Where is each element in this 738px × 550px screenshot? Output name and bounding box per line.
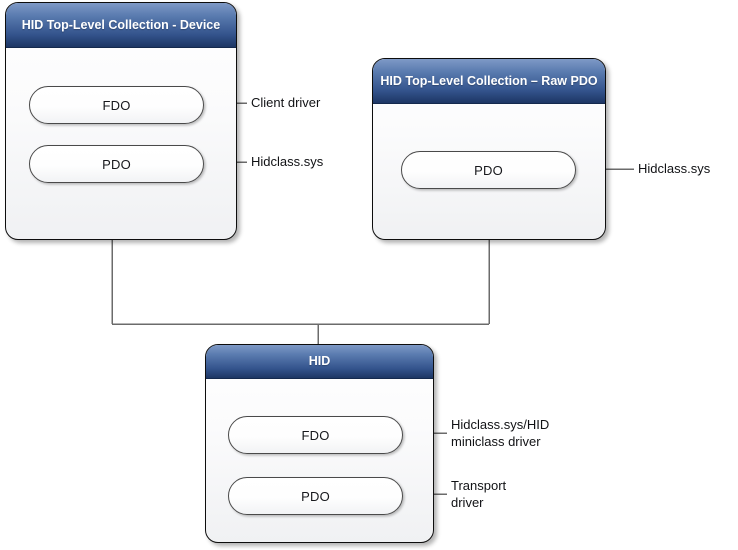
callout-hidclass-miniclass: Hidclass.sys/HID miniclass driver: [451, 417, 550, 449]
object-pdo-hid[interactable]: PDO: [228, 477, 403, 515]
object-fdo-device[interactable]: FDO: [29, 86, 204, 124]
callout-hidclass-device: Hidclass.sys: [251, 154, 324, 169]
node-hid-top-level-collection-device[interactable]: HID Top-Level Collection - Device FDO PD…: [5, 2, 237, 240]
callout-hidclass-raw: Hidclass.sys: [638, 161, 711, 176]
object-fdo-hid[interactable]: FDO: [228, 416, 403, 454]
object-pdo-raw[interactable]: PDO: [401, 151, 576, 189]
node-body-device: FDO PDO: [6, 48, 236, 239]
node-body-raw-pdo: PDO: [373, 104, 605, 239]
object-label: PDO: [474, 162, 503, 178]
callout-transport-driver: Transport driver: [451, 478, 507, 510]
node-body-hid: FDO PDO: [206, 379, 433, 542]
node-hid-top-level-collection-raw-pdo[interactable]: HID Top-Level Collection – Raw PDO PDO: [372, 58, 606, 240]
node-title-raw-pdo: HID Top-Level Collection – Raw PDO: [373, 59, 605, 104]
object-label: PDO: [102, 156, 131, 172]
object-label: FDO: [102, 97, 131, 113]
node-hid[interactable]: HID FDO PDO: [205, 344, 434, 543]
callout-client-driver: Client driver: [251, 95, 321, 110]
node-title-hid: HID: [206, 345, 433, 379]
node-title-device: HID Top-Level Collection - Device: [6, 3, 236, 48]
object-label: FDO: [301, 427, 330, 443]
object-pdo-device[interactable]: PDO: [29, 145, 204, 183]
object-label: PDO: [301, 488, 330, 504]
